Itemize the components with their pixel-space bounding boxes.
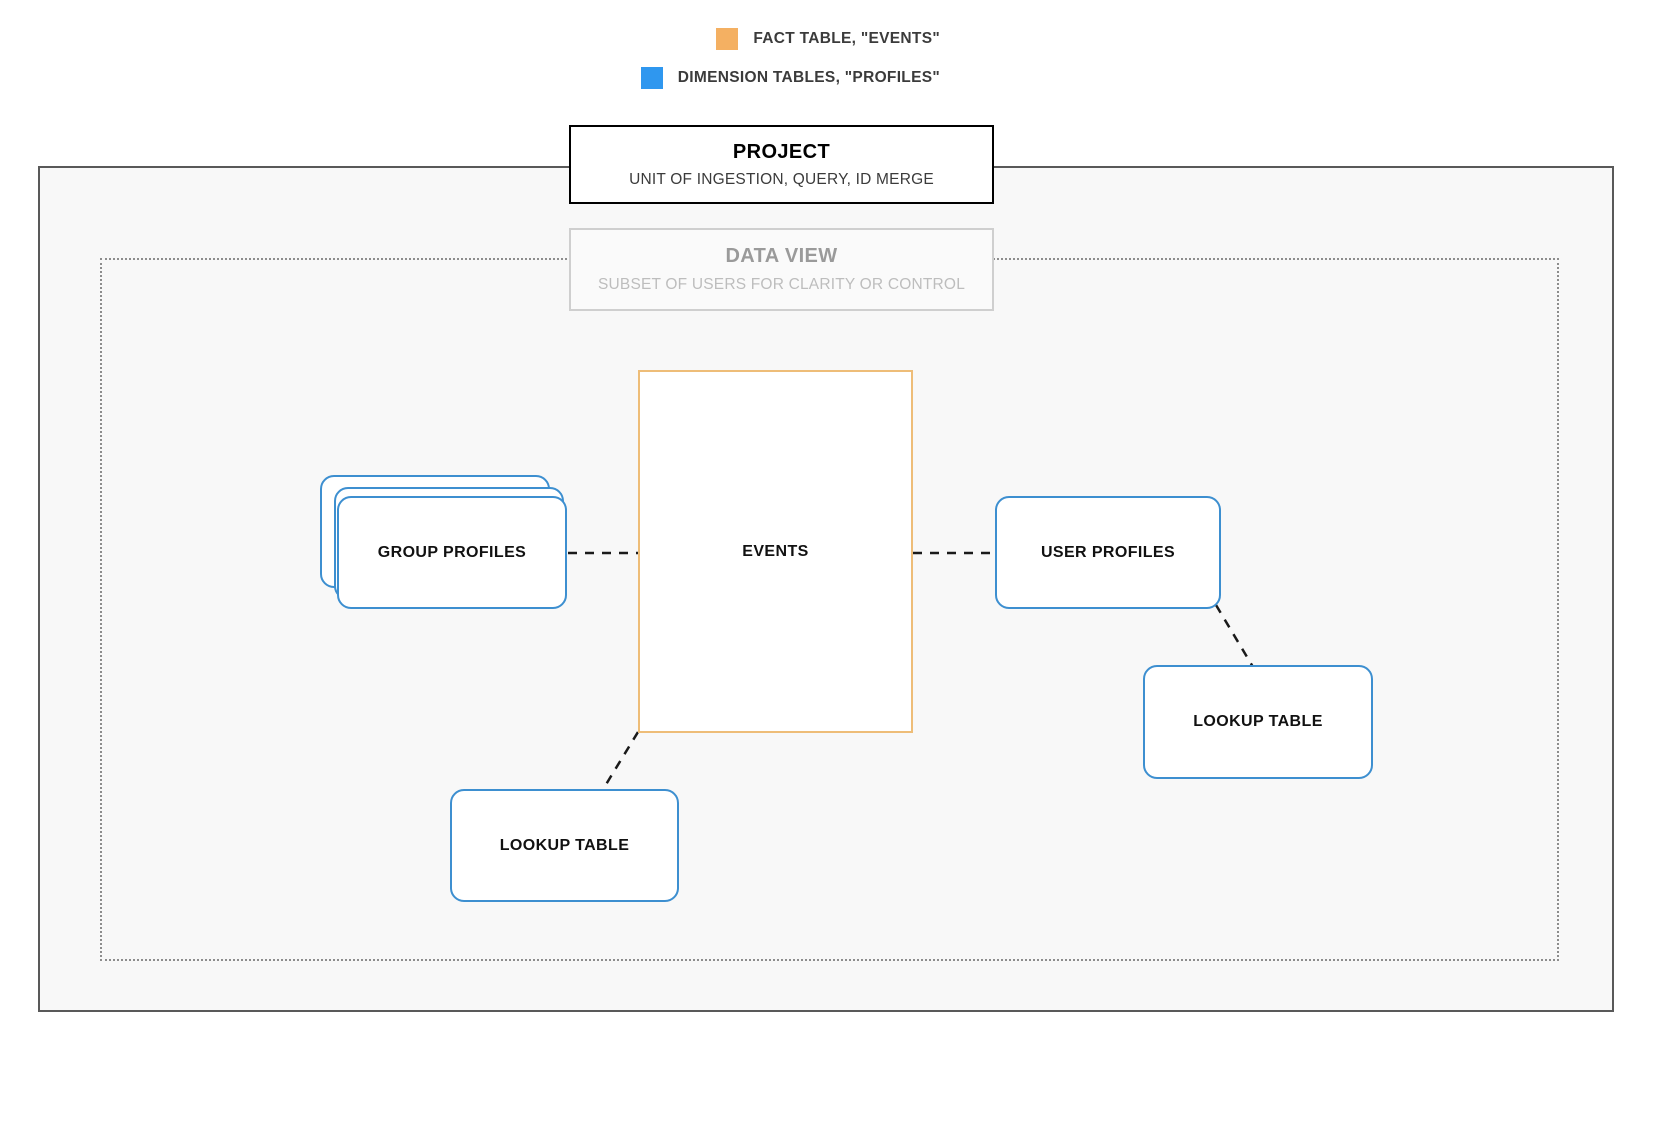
dimension-table-user-profiles[interactable]: USER PROFILES [995,496,1221,609]
legend: FACT TABLE, "EVENTS" DIMENSION TABLES, "… [0,28,940,89]
legend-item-dimension-tables: DIMENSION TABLES, "PROFILES" [640,67,940,89]
dimension-table-label: GROUP PROFILES [377,543,527,561]
dimension-table-lookup-right[interactable]: LOOKUP TABLE [1143,665,1373,779]
dimension-table-group-profiles[interactable]: GROUP PROFILES [337,496,567,609]
fact-table-label: EVENTS [742,542,809,560]
dimension-table-label: LOOKUP TABLE [499,836,630,854]
project-subtitle: UNIT OF INGESTION, QUERY, ID MERGE [629,170,934,188]
data-view-subtitle: SUBSET OF USERS FOR CLARITY OR CONTROL [597,276,966,293]
square-swatch-icon [640,67,663,89]
data-view-header-box[interactable]: DATA VIEW SUBSET OF USERS FOR CLARITY OR… [569,228,994,311]
square-swatch-icon [716,28,739,50]
project-title: PROJECT [732,140,831,163]
fact-table-events[interactable]: EVENTS [638,370,913,733]
dimension-table-label: LOOKUP TABLE [1193,713,1323,730]
dimension-table-lookup-bottom[interactable]: LOOKUP TABLE [450,789,679,902]
project-header-box[interactable]: PROJECT UNIT OF INGESTION, QUERY, ID MER… [569,125,994,204]
dimension-table-label: USER PROFILES [1040,543,1176,561]
legend-item-label: DIMENSION TABLES, "PROFILES" [677,69,940,86]
legend-item-label: FACT TABLE, "EVENTS" [753,30,940,47]
legend-item-fact-table: FACT TABLE, "EVENTS" [716,28,940,50]
data-view-title: DATA VIEW [725,245,838,267]
